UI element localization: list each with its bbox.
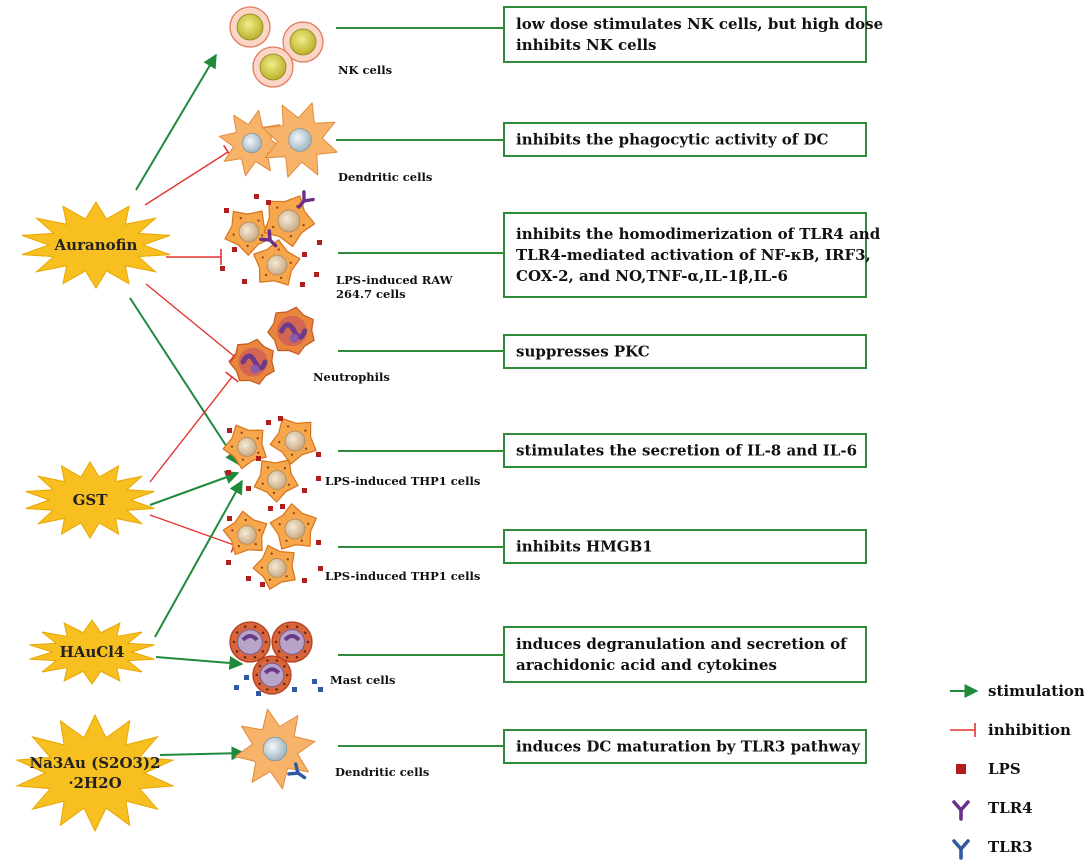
cell-label: LPS-induced RAW [336, 273, 454, 287]
cell-illustration [234, 708, 316, 790]
effect-box-dc2: induces DC maturation by TLR3 pathway [503, 729, 867, 764]
drug-label: GST [73, 491, 109, 509]
inhibition-line-gst-thp1b [149, 514, 238, 553]
legend-label: inhibition [988, 721, 1071, 739]
lps-square-icon [956, 764, 966, 774]
cell-dc2: Dendritic cells [234, 708, 429, 790]
stimulation-arrow-na3au-dc2 [159, 746, 246, 761]
cell-label: LPS-induced THP1 cells [325, 474, 480, 488]
effect-box-mast: induces degranulation and secretion of ar… [503, 626, 867, 683]
effect-text: low dose stimulates NK cells, but high d… [516, 15, 883, 33]
tlr4-receptor-icon [952, 800, 970, 821]
cell-neutrophils: Neutrophils [229, 306, 390, 385]
drug-label: Na3Au (S2O3)2 [29, 754, 160, 772]
stimulation-arrow-haucl4-thp1a [154, 479, 243, 638]
cell-illustration [220, 190, 322, 287]
effect-text: arachidonic acid and cytokines [516, 656, 777, 674]
cell-illustration [222, 503, 323, 590]
cell-dc1: Dendritic cells [218, 102, 432, 184]
effect-text: suppresses PKC [516, 343, 650, 361]
effect-box-neutrophils: suppresses PKC [503, 334, 867, 369]
legend-item-stimulation: stimulation [950, 682, 1084, 700]
cell-illustration [229, 6, 324, 88]
connection-lines [129, 27, 504, 761]
cell-label: Dendritic cells [335, 765, 429, 779]
cell-label: NK cells [338, 63, 392, 77]
effect-box-dc1: inhibits the phagocytic activity of DC [503, 122, 867, 157]
effect-boxes: low dose stimulates NK cells, but high d… [503, 6, 883, 764]
effect-text: COX-2, and NO,TNF-α,IL-1β,IL-6 [516, 267, 788, 285]
stimulation-arrow-haucl4-mast [155, 656, 244, 670]
cell-illustration [222, 416, 321, 503]
effect-box-raw: inhibits the homodimerization of TLR4 an… [503, 212, 881, 298]
inhibition-line-gst-neutrophils [149, 371, 239, 483]
effect-text: induces DC maturation by TLR3 pathway [516, 738, 861, 756]
starburst-icon [25, 461, 155, 539]
cell-thp1b: LPS-induced THP1 cells [222, 503, 480, 590]
inhibition-icon [950, 723, 976, 737]
cell-illustration [229, 621, 323, 696]
effect-box-nk: low dose stimulates NK cells, but high d… [503, 6, 883, 63]
effect-text: stimulates the secretion of IL-8 and IL-… [516, 442, 857, 460]
tlr3-receptor-icon [952, 839, 970, 860]
effect-text: induces degranulation and secretion of [516, 635, 848, 653]
legend-label: LPS [988, 760, 1021, 778]
legend-item-inhibition: inhibition [950, 721, 1071, 739]
cell-illustration [218, 102, 338, 178]
cell-thp1a: LPS-induced THP1 cells [222, 416, 480, 503]
starburst-icon [21, 201, 171, 289]
drug-na3au: Na3Au (S2O3)2 ·2H2O [15, 713, 175, 833]
drug-label: ·2H2O [68, 774, 121, 792]
legend-item-tlr4: TLR4 [952, 799, 1033, 821]
drug-auranofin: Auranofin [21, 201, 171, 289]
inhibition-line-auranofin-raw [166, 249, 222, 265]
effect-box-thp1a: stimulates the secretion of IL-8 and IL-… [503, 433, 867, 468]
cell-illustration [229, 306, 315, 385]
cell-mast: Mast cells [229, 621, 396, 696]
cell-label: LPS-induced THP1 cells [325, 569, 480, 583]
stimulation-arrow-auranofin-thp1a [129, 297, 239, 466]
cell-label: Neutrophils [313, 370, 390, 384]
starburst-icon [29, 619, 155, 685]
inhibition-line-auranofin-neutrophils [145, 283, 240, 363]
cell-label: Mast cells [330, 673, 396, 687]
drug-gst: GST [25, 461, 155, 539]
cell-label: 264.7 cells [336, 287, 406, 301]
drug-haucl4: HAuCl4 [29, 619, 155, 685]
effect-text: inhibits NK cells [516, 36, 656, 54]
effect-text: inhibits HMGB1 [516, 538, 653, 556]
starburst-icon [15, 713, 175, 833]
effect-text: inhibits the homodimerization of TLR4 an… [516, 225, 881, 243]
effect-box-thp1b: inhibits HMGB1 [503, 529, 867, 564]
effect-text: TLR4-mediated activation of NF-κB, IRF3, [516, 246, 871, 264]
legend-label: TLR4 [988, 799, 1033, 817]
drug-label: Auranofin [54, 236, 138, 254]
drug-label: HAuCl4 [60, 643, 125, 661]
stimulation-arrow-gst-thp1a [149, 470, 240, 506]
cell-label: Dendritic cells [338, 170, 432, 184]
stimulation-arrow-auranofin-nk [135, 53, 217, 191]
legend-item-lps: LPS [956, 760, 1021, 778]
cell-nk: NK cells [229, 6, 392, 88]
legend-item-tlr3: TLR3 [952, 838, 1033, 860]
effect-text: inhibits the phagocytic activity of DC [516, 131, 828, 149]
legend-label: stimulation [988, 682, 1084, 700]
legend-label: TLR3 [988, 838, 1033, 856]
